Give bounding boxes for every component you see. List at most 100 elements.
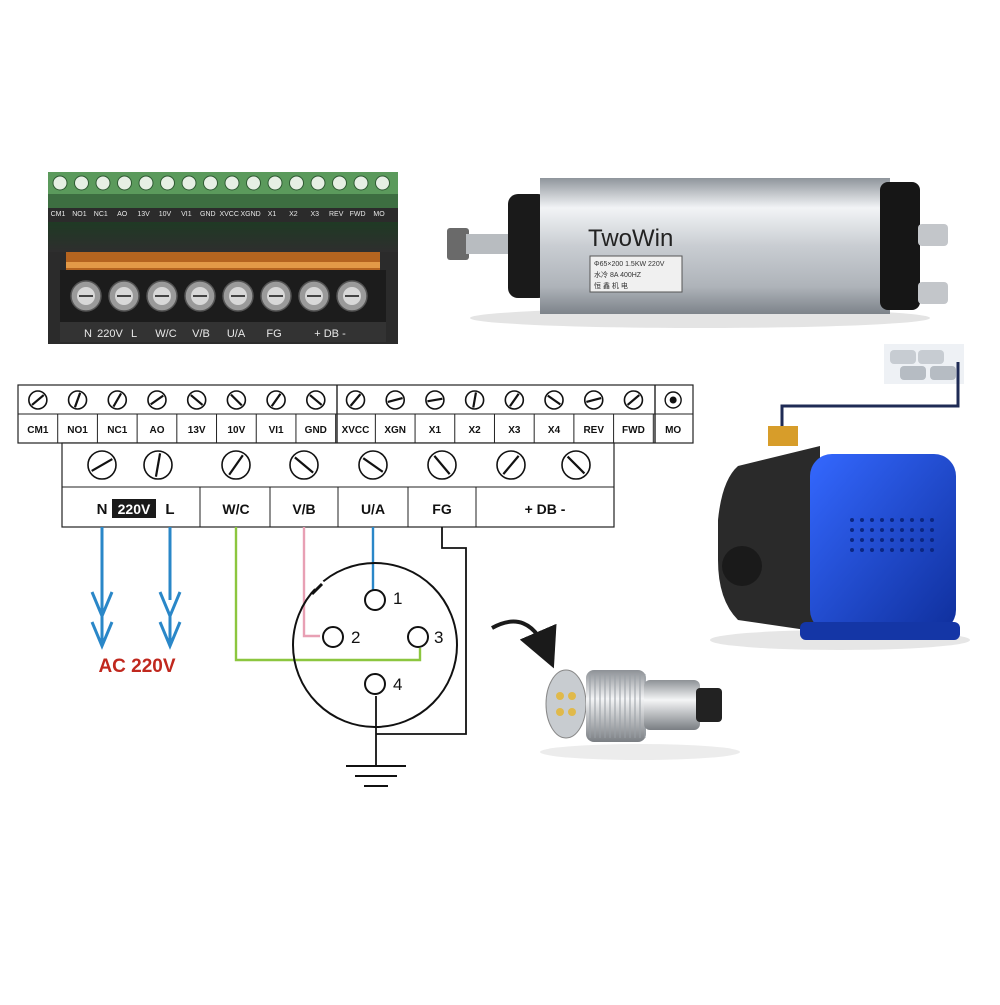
wire-fg [376, 527, 467, 735]
terminal-screw-13v [186, 390, 207, 410]
green-screw [203, 175, 218, 191]
label-vb: V/B [292, 501, 315, 517]
board-bottom-label: + DB - [314, 328, 346, 340]
board-bottom-label: V/B [192, 328, 210, 340]
board-label: XGND [240, 211, 260, 218]
ac-220v-label: AC 220V [98, 656, 175, 677]
vent-dot [850, 518, 854, 522]
power-screw-7 [496, 450, 526, 480]
green-screw [310, 175, 326, 191]
power-screw-2 [143, 450, 173, 480]
label-n: N [97, 501, 108, 518]
vent-dot [930, 528, 934, 532]
green-screw [95, 175, 111, 191]
board-bottom-label: L [131, 328, 137, 340]
vent-dot [900, 518, 904, 522]
ac-supply: AC 220V [90, 527, 182, 677]
board-bottom-label: W/C [155, 328, 176, 340]
terminal-label-xgn: XGN [384, 425, 406, 436]
board-label: VI1 [181, 211, 192, 218]
pin-2-label: 2 [351, 628, 360, 647]
vent-dot [920, 528, 924, 532]
vent-dot [930, 548, 934, 552]
plug-face [545, 669, 587, 739]
supply-arrow-n [90, 591, 114, 620]
terminal-screw-cm1 [28, 390, 48, 410]
spindle-shaft [466, 234, 510, 254]
aviation-plug-photo [540, 669, 740, 760]
terminal-screw-x2 [464, 390, 485, 410]
power-screw-4 [289, 450, 319, 480]
label-wc: W/C [222, 501, 249, 517]
power-terminal-screws [87, 450, 591, 480]
label-ua: U/A [361, 501, 385, 517]
terminal-label-fwd: FWD [622, 425, 645, 436]
green-screw [181, 175, 197, 191]
pin-4-label: 4 [393, 675, 402, 694]
vent-dot [860, 518, 864, 522]
pin-4 [364, 673, 386, 695]
terminal-label-x4: X4 [548, 425, 561, 436]
board-label: AO [117, 211, 128, 218]
vent-dot [870, 518, 874, 522]
vent-dot [910, 538, 914, 542]
vent-dot [880, 518, 884, 522]
green-screw [375, 175, 390, 191]
terminal-label-rev: REV [583, 425, 604, 436]
vent-dot [890, 538, 894, 542]
green-screw [117, 175, 132, 191]
vent-dot [920, 518, 924, 522]
pump-vent-dots [850, 518, 934, 552]
green-screw [332, 175, 347, 191]
spindle-motor-photo: TwoWin Φ65×200 1.5KW 220V 水冷 8A 400HZ 恒 … [447, 178, 948, 328]
green-screw [74, 175, 89, 191]
vent-dot [850, 528, 854, 532]
vent-dot [860, 548, 864, 552]
board-label: 10V [159, 211, 172, 218]
vent-dot [930, 518, 934, 522]
aviation-connector-pinout: 1 2 3 4 [292, 562, 458, 728]
vent-dot [850, 538, 854, 542]
pin-2 [322, 626, 344, 648]
terminal-label-mo: MO [665, 425, 681, 436]
board-label: NC1 [94, 211, 108, 218]
wire-wc [234, 527, 422, 662]
vent-dot [890, 548, 894, 552]
green-screw [52, 175, 68, 191]
spindle-brand: TwoWin [588, 225, 673, 252]
green-screw [224, 175, 240, 191]
board-bottom-label: FG [266, 328, 281, 340]
vent-dot [850, 548, 854, 552]
vent-dot [860, 528, 864, 532]
pin-3 [407, 626, 429, 648]
water-fitting-top [918, 224, 948, 246]
board-label: X3 [311, 211, 320, 218]
terminal-label-xvcc: XVCC [342, 425, 370, 436]
terminal-screw-rev [583, 390, 604, 410]
vent-dot [870, 538, 874, 542]
board-bottom-label: U/A [227, 328, 246, 340]
nameplate-line-3: 恒 鑫 机 电 [594, 281, 628, 290]
board-label: XVCC [219, 211, 238, 218]
vent-dot [860, 538, 864, 542]
vent-dot [890, 518, 894, 522]
label-fg: FG [432, 501, 452, 517]
wire-vb [302, 527, 320, 638]
terminal-label-cm1: CM1 [27, 425, 49, 436]
water-hose [780, 362, 960, 436]
vent-dot [910, 528, 914, 532]
terminal-screw-x1 [425, 390, 445, 410]
pin-1-label: 1 [393, 589, 402, 608]
water-pump-photo [710, 426, 970, 650]
spindle-front-cap [508, 194, 548, 298]
vent-dot [900, 548, 904, 552]
board-label: MO [373, 211, 385, 218]
terminal-label-x1: X1 [429, 425, 442, 436]
vent-dot [930, 538, 934, 542]
nameplate-line-2: 水冷 8A 400HZ [594, 270, 642, 279]
